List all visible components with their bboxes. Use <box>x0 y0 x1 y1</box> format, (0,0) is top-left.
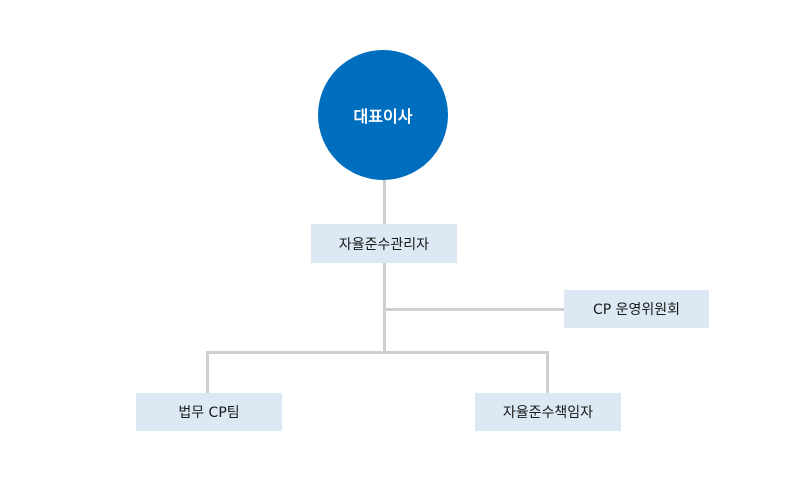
connector-to-compliance-officer <box>546 351 549 394</box>
connector-ceo-to-manager <box>383 178 386 226</box>
node-ceo: 대표이사 <box>318 50 448 180</box>
node-cp-committee-label: CP 운영위원회 <box>592 302 681 318</box>
node-legal-cp-team: 법무 CP팀 <box>136 393 282 431</box>
connector-horizontal-branch <box>206 351 549 354</box>
node-cp-committee: CP 운영위원회 <box>564 290 709 328</box>
node-compliance-officer-label: 자율준수책임자 <box>502 405 594 421</box>
connector-to-legal-team <box>206 351 209 394</box>
connector-to-committee <box>383 308 564 311</box>
node-compliance-officer: 자율준수책임자 <box>475 393 621 431</box>
connector-manager-to-trunk <box>383 262 386 353</box>
node-compliance-manager-label: 자율준수관리자 <box>338 236 430 253</box>
node-legal-cp-team-label: 법무 CP팀 <box>178 405 240 421</box>
node-ceo-label: 대표이사 <box>353 107 413 126</box>
node-compliance-manager: 자율준수관리자 <box>311 224 457 263</box>
